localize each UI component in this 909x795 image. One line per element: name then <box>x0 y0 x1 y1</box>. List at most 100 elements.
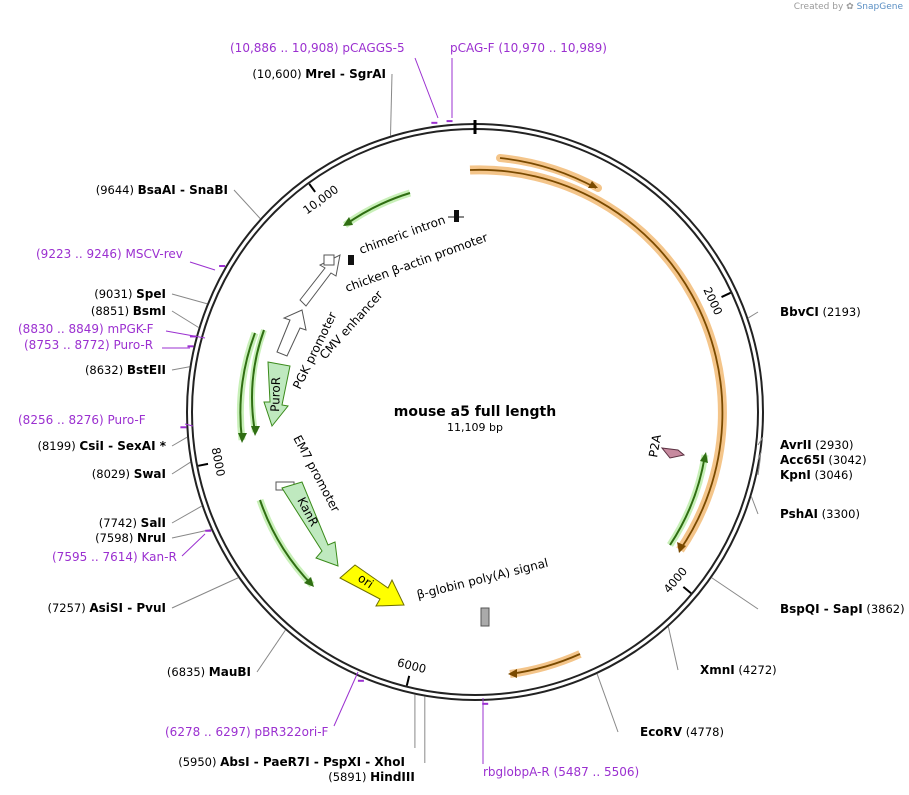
p2a-arrow[interactable] <box>660 447 686 459</box>
tick-mark <box>405 675 411 686</box>
site-leader-line <box>747 311 759 319</box>
site-label[interactable]: BspQI - SapI (3862) <box>780 602 905 616</box>
site-label-text: EcoRV (4778) <box>640 725 724 739</box>
site-leader-line <box>171 366 190 371</box>
site-label[interactable]: BbvCI (2193) <box>780 305 861 319</box>
site-label[interactable]: (5950) AbsI - PaeR7I - PspXI - XhoI <box>178 755 405 769</box>
site-leader-line <box>757 436 764 446</box>
site-leader-line <box>171 505 202 524</box>
orange-arc-main-head <box>677 542 686 553</box>
site-label[interactable]: (7257) AsiSI - PvuI <box>47 601 166 615</box>
site-label[interactable]: (6835) MauBI <box>167 665 251 679</box>
site-leader-line <box>711 577 759 610</box>
site-label-text: (5891) HindIII <box>328 770 415 784</box>
site-label[interactable]: KpnI (3046) <box>780 468 853 482</box>
green-arc-2[interactable] <box>239 332 256 441</box>
green-arc-5[interactable] <box>251 329 265 433</box>
tick-mark <box>682 586 692 595</box>
site-label-text: (8851) BsmI <box>91 304 166 318</box>
site-label[interactable]: (8851) BsmI <box>91 304 166 318</box>
site-label[interactable]: (9031) SpeI <box>94 287 166 301</box>
tick-mark <box>721 291 732 298</box>
primer-leader-line <box>181 533 206 557</box>
site-label[interactable]: PshAI (3300) <box>780 507 860 521</box>
green-arc-4[interactable] <box>669 454 706 546</box>
puror-arrow[interactable] <box>263 361 291 428</box>
marker-arrows <box>263 361 686 627</box>
site-label-text: BbvCI (2193) <box>780 305 861 319</box>
site-label[interactable]: EcoRV (4778) <box>640 725 724 739</box>
orange-arc-main-glow <box>469 165 727 553</box>
primer-label-text: (9223 .. 9246) MSCV-rev <box>36 247 183 261</box>
site-leader-line <box>171 577 239 609</box>
tick-label: 10,000 <box>300 182 341 217</box>
site-leader-line <box>750 496 759 515</box>
site-label-text: (7742) SalI <box>99 516 166 530</box>
feature-p2a: P2A <box>646 433 664 459</box>
site-leader-line <box>171 461 191 475</box>
primer-label-text: (8753 .. 8772) Puro-R <box>24 338 153 352</box>
primer-label[interactable]: (9223 .. 9246) MSCV-rev <box>36 247 183 261</box>
orange-arc-bottom-glow <box>509 650 582 678</box>
primer-label[interactable]: pCAG-F (10,970 .. 10,989) <box>450 41 607 55</box>
green-arc-4-head <box>700 452 708 463</box>
site-label[interactable]: (8632) BstEII <box>85 363 166 377</box>
site-label[interactable]: (9644) BsaAI - SnaBI <box>96 183 228 197</box>
globin-polya-box[interactable] <box>480 607 490 627</box>
site-leader-line <box>171 529 212 539</box>
primer-label[interactable]: (7595 .. 7614) Kan-R <box>52 550 177 564</box>
primer-label[interactable]: rbglobpA-R (5487 .. 5506) <box>483 765 639 779</box>
primer-label[interactable]: (8753 .. 8772) Puro-R <box>24 338 153 352</box>
site-label-text: (6835) MauBI <box>167 665 251 679</box>
site-leader-line <box>171 310 199 328</box>
site-label[interactable]: (7598) NruI <box>95 531 166 545</box>
tick-mark <box>197 462 209 467</box>
site-leader-line <box>171 436 188 447</box>
intron-mark <box>348 255 354 265</box>
chicken-actin-promoter-arrow[interactable] <box>299 254 341 307</box>
site-label[interactable]: AvrII (2930) <box>780 438 853 452</box>
green-arc-5-head <box>251 426 260 436</box>
ori-arrow[interactable] <box>339 564 405 607</box>
green-arc-3[interactable] <box>259 499 313 586</box>
site-label-text: (5950) AbsI - PaeR7I - PspXI - XhoI <box>178 755 405 769</box>
site-label[interactable]: (7742) SalI <box>99 516 166 530</box>
site-label[interactable]: XmnI (4272) <box>700 663 777 677</box>
site-leader-line <box>256 629 286 673</box>
site-label[interactable]: (8029) SwaI <box>92 467 166 481</box>
primer-leader-line <box>165 330 206 339</box>
primer-label[interactable]: (10,886 .. 10,908) pCAGGS-5 <box>230 41 405 55</box>
site-label-text: AvrII (2930) <box>780 438 853 452</box>
site-label[interactable]: (8199) CsiI - SexAI * <box>38 439 167 453</box>
site-label-text: (9031) SpeI <box>94 287 166 301</box>
primer-label-text: rbglobpA-R (5487 .. 5506) <box>483 765 639 779</box>
primer-leader-line <box>333 671 359 727</box>
cmv-enhancer-box <box>323 254 335 266</box>
site-leader-line <box>757 457 761 476</box>
site-leader-line <box>233 189 261 219</box>
green-features <box>236 189 709 588</box>
site-label-text: (8029) SwaI <box>92 467 166 481</box>
site-label[interactable]: (10,600) MreI - SgrAI <box>252 67 386 81</box>
pgk-promoter-arrow[interactable] <box>276 309 307 357</box>
orange-arc-main[interactable] <box>469 168 724 551</box>
primer-label[interactable]: (6278 .. 6297) pBR322ori-F <box>165 725 329 739</box>
kanr-arrow[interactable] <box>281 481 339 567</box>
site-leader-line <box>667 626 679 671</box>
site-label[interactable]: Acc65I (3042) <box>780 453 867 467</box>
tick-label: 8000 <box>209 446 228 477</box>
primer-label-text: (7595 .. 7614) Kan-R <box>52 550 177 564</box>
enzyme-site-group: (10,600) MreI - SgrAI (9644) BsaAI - SnaB… <box>38 67 905 784</box>
orange-arc-top[interactable] <box>499 157 597 189</box>
plasmid-size: 11,109 bp <box>447 421 503 434</box>
primer-label[interactable]: (8830 .. 8849) mPGK-F <box>18 322 154 336</box>
plasmid-name: mouse a5 full length <box>394 404 556 420</box>
credit-brand: SnapGene <box>856 2 903 12</box>
chimeric-intron-mark <box>454 210 459 222</box>
site-label[interactable]: (5891) HindIII <box>328 770 415 784</box>
primer-label[interactable]: (8256 .. 8276) Puro-F <box>18 413 146 427</box>
green-arc-2-head <box>238 433 247 443</box>
orange-arc-top-head <box>588 181 598 188</box>
orange-arc-bottom-head <box>508 669 517 678</box>
site-label-text: KpnI (3046) <box>780 468 853 482</box>
